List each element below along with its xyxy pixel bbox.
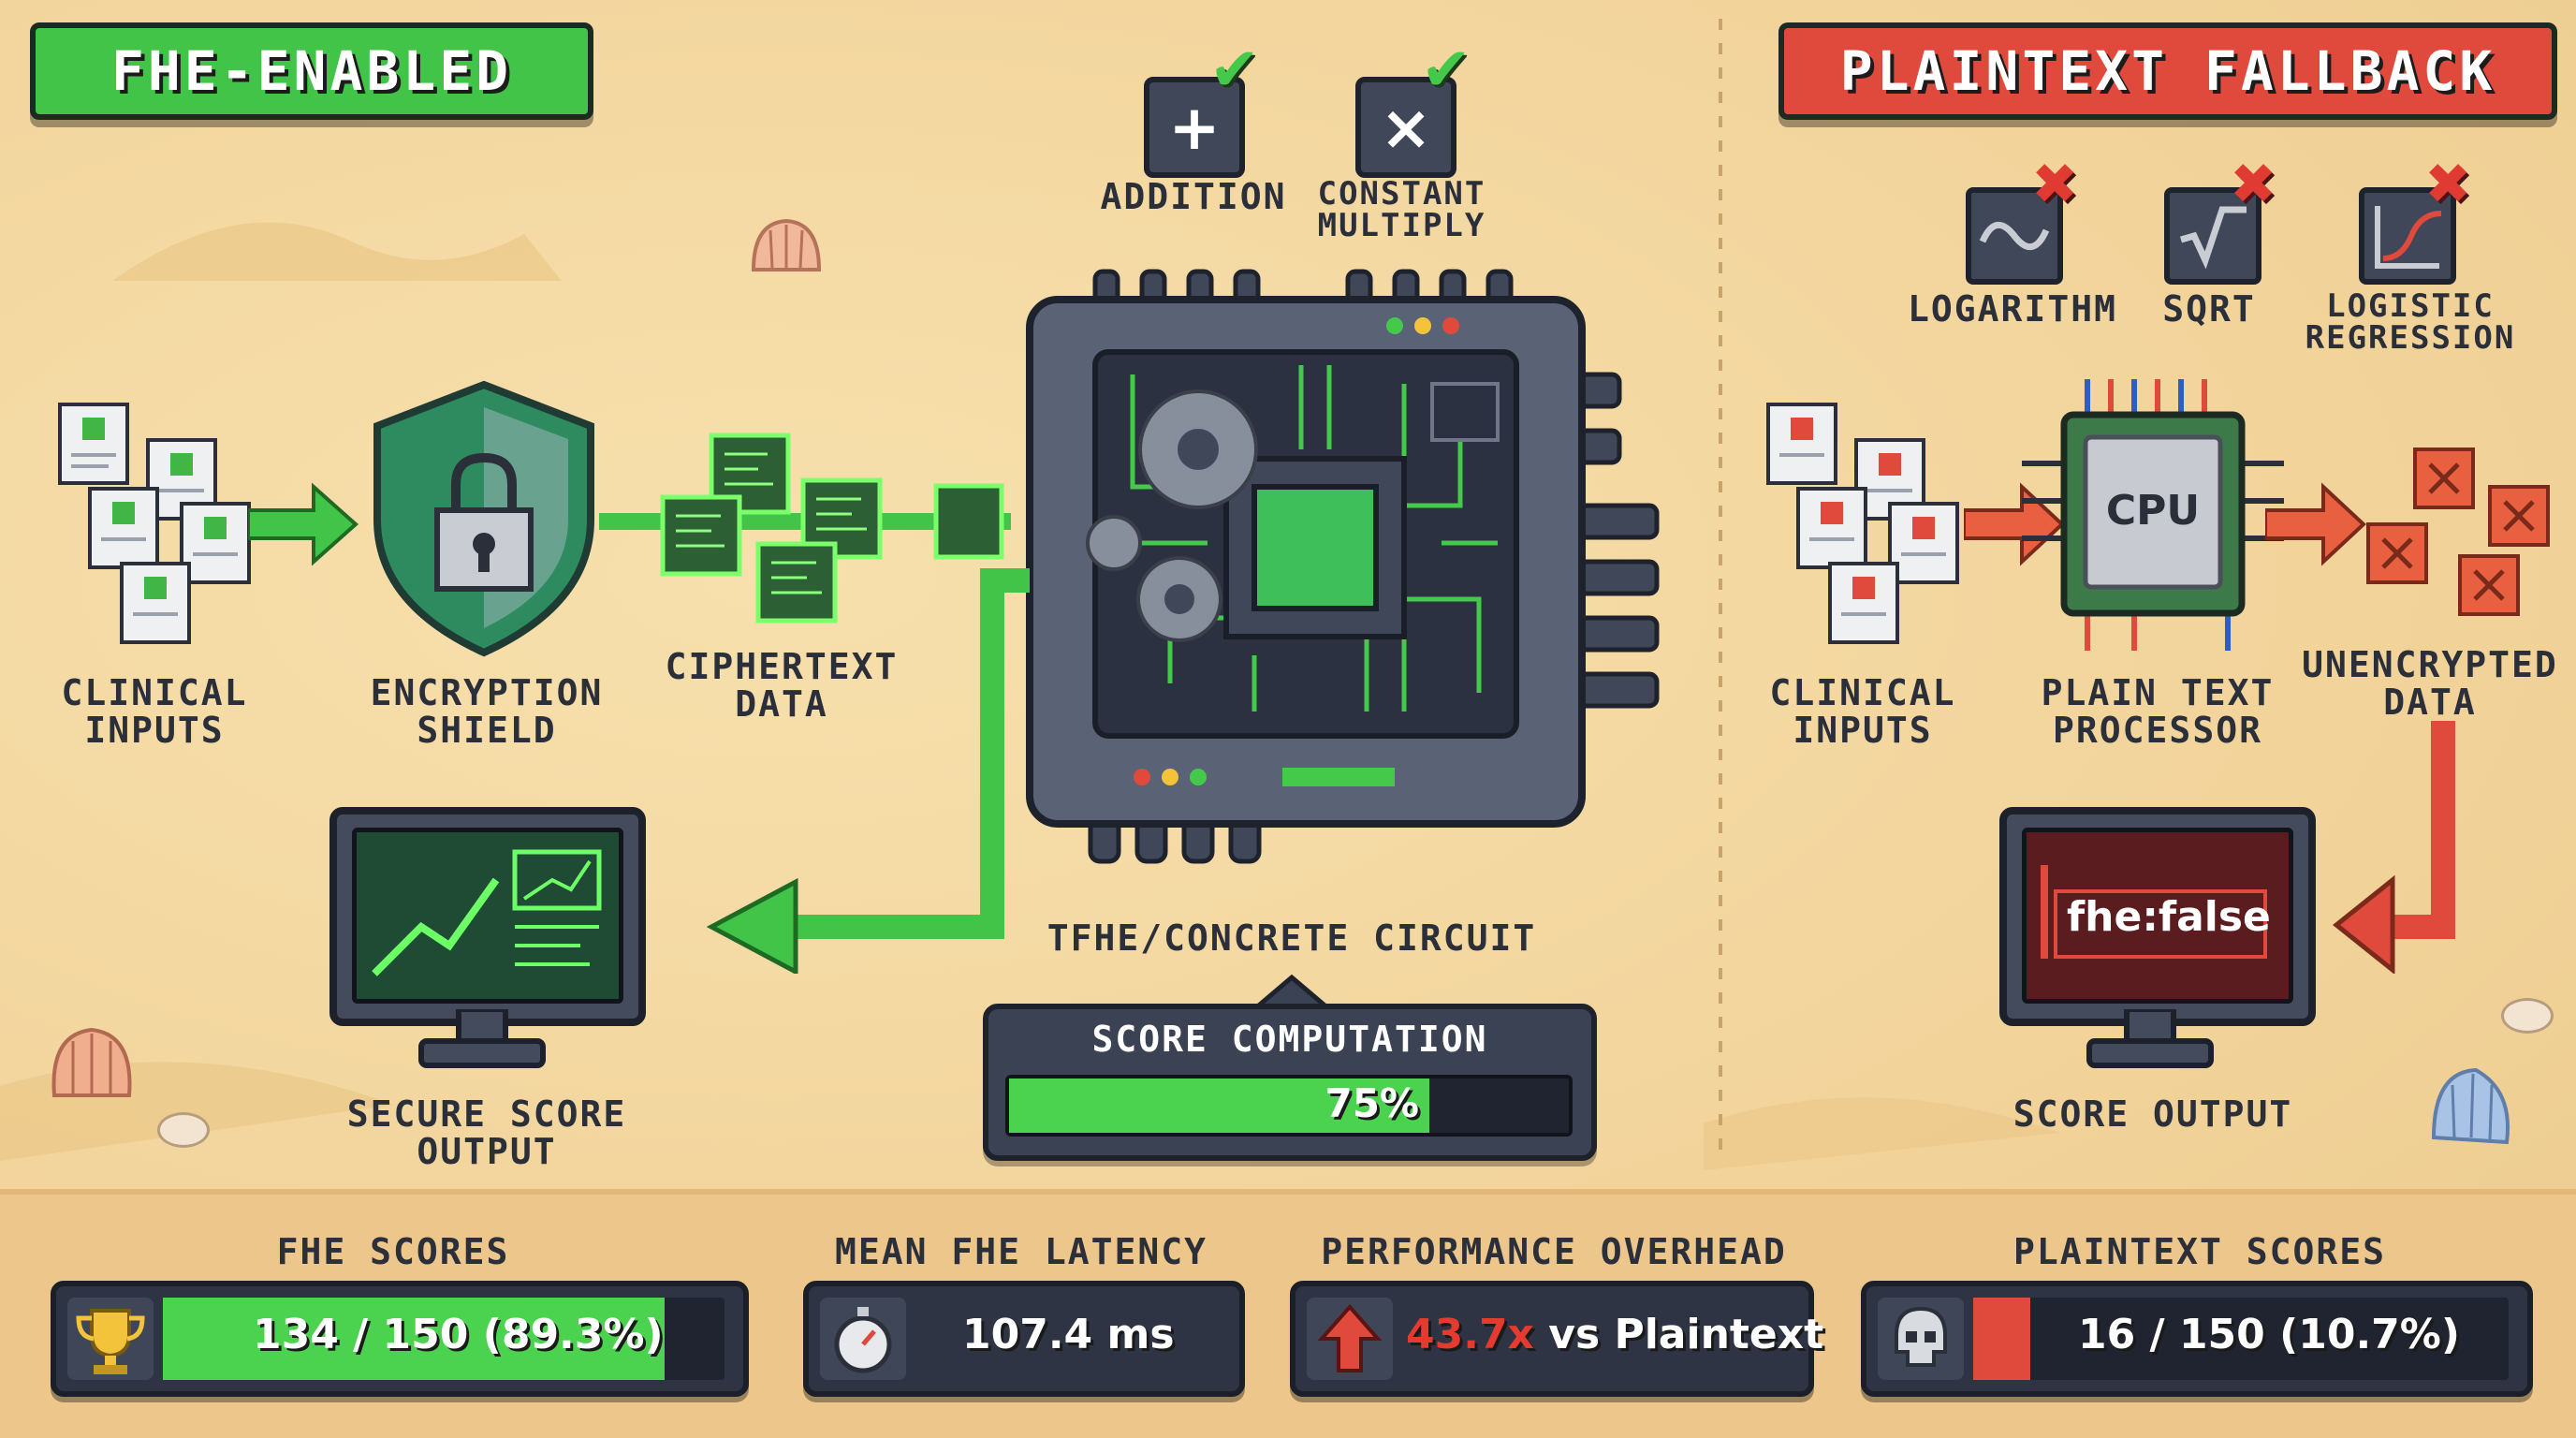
log-curve-icon	[1966, 187, 2063, 285]
stopwatch-icon	[820, 1298, 906, 1380]
cpu-chip-icon	[2022, 379, 2284, 651]
cursor-bar	[2041, 865, 2048, 959]
performance-overhead-title: PERFORMANCE OVERHEAD	[1321, 1231, 1787, 1272]
ciphertext-blocks-icon	[599, 433, 1011, 624]
plaintext-fallback-banner: PLAINTEXT FALLBACK	[1778, 22, 2557, 120]
plaintext-scores-value: 16 / 150 (10.7%)	[2078, 1311, 2460, 1358]
arrow-right-icon	[2265, 482, 2366, 566]
skull-icon	[1878, 1298, 1964, 1380]
secure-score-output-label: SECURE SCORE OUTPUT	[346, 1093, 627, 1172]
sqrt-icon	[2164, 187, 2261, 285]
encryption-shield-label: ENCRYPTION SHIELD	[370, 672, 604, 751]
fhe-scores-title: FHE SCORES	[276, 1231, 510, 1272]
fhe-flag-text: fhe:false	[2067, 893, 2271, 941]
cross-mark-icon: ✖	[2230, 152, 2277, 217]
score-progress-fill	[1009, 1078, 1429, 1133]
tfhe-circuit-board-icon	[1026, 269, 1660, 864]
fhe-scores-fill	[163, 1298, 665, 1380]
clinical-documents-icon	[58, 403, 251, 644]
arrow-right-icon	[1964, 482, 2065, 566]
secure-screen	[352, 828, 623, 1004]
unencrypted-data-label: UNENCRYPTED DATA	[2302, 644, 2558, 723]
fhe-scores-panel: 134 / 150 (89.3%)	[51, 1281, 749, 1397]
fhe-flag-separator: :	[2142, 893, 2159, 941]
cpu-chip-label: CPU	[2105, 487, 2201, 535]
down-left-arrow-icon	[2332, 721, 2455, 974]
seashell-icon	[751, 218, 822, 271]
mean-latency-title: MEAN FHE LATENCY	[834, 1231, 1208, 1272]
logarithm-label: LOGARITHM	[1908, 288, 2117, 330]
fhe-clinical-inputs-label: CLINICAL INPUTS	[61, 672, 248, 751]
monitor-stand-icon	[418, 1009, 546, 1068]
secure-score-monitor	[329, 807, 646, 1026]
seashell-icon	[2431, 1067, 2510, 1145]
return-arrow-icon	[706, 568, 1030, 974]
monitor-stand-icon	[2086, 1009, 2214, 1068]
logistic-chart-icon	[2359, 187, 2456, 285]
fhe-enabled-banner: FHE-ENABLED	[30, 22, 593, 120]
mean-latency-value: 107.4 ms	[962, 1311, 1175, 1358]
seashell-icon	[51, 1027, 132, 1097]
score-output-monitor: fhe:false	[1999, 807, 2316, 1026]
trophy-icon	[67, 1298, 154, 1380]
score-progress-value: 75%	[1325, 1080, 1419, 1126]
fhe-scores-track	[163, 1298, 724, 1380]
fhe-false-box	[2054, 889, 2267, 959]
pebble-decoration	[2501, 998, 2554, 1034]
score-computation-panel: SCORE COMPUTATION 75%	[983, 1004, 1597, 1161]
clinical-documents-icon	[1766, 403, 1959, 644]
multiply-icon: ×	[1355, 77, 1456, 178]
performance-overhead-panel: 43.7x vs Plaintext	[1290, 1281, 1823, 1397]
arrow-right-icon	[248, 482, 359, 566]
overhead-comparison: vs Plaintext	[1533, 1311, 1824, 1358]
mean-latency-panel: 107.4 ms	[803, 1281, 1245, 1397]
fhe-flag-value: false	[2158, 893, 2271, 941]
checkmark-icon: ✔	[1209, 36, 1260, 105]
plaintext-clinical-inputs-label: CLINICAL INPUTS	[1769, 672, 1956, 751]
sqrt-label: SQRT	[2162, 288, 2256, 330]
plaintext-scores-fill	[1973, 1298, 2031, 1380]
score-progress-track: 75%	[1005, 1075, 1573, 1137]
cross-mark-icon: ✖	[2031, 152, 2079, 217]
score-output-label: SCORE OUTPUT	[2012, 1093, 2293, 1135]
fhe-scores-value: 134 / 150 (89.3%)	[253, 1311, 664, 1358]
plaintext-scores-panel: 16 / 150 (10.7%)	[1861, 1281, 2533, 1397]
addition-label: ADDITION	[1100, 176, 1287, 217]
pebble-decoration	[157, 1112, 210, 1148]
performance-overhead-value: 43.7x vs Plaintext	[1406, 1311, 1823, 1358]
logistic-regression-label: LOGISTIC REGRESSION	[2305, 287, 2516, 357]
cross-mark-icon: ✖	[2424, 152, 2472, 217]
encryption-shield-icon	[373, 380, 594, 657]
plaintext-scores-track	[1973, 1298, 2509, 1380]
addition-icon: +	[1144, 77, 1245, 178]
constant-multiply-label: CONSTANT MULTIPLY	[1317, 175, 1486, 244]
line-chart-icon	[372, 849, 602, 976]
overhead-multiplier: 43.7x	[1406, 1311, 1534, 1358]
plain-text-processor-label: PLAIN TEXT PROCESSOR	[2041, 672, 2275, 751]
plaintext-screen	[2022, 828, 2293, 1004]
plaintext-scores-title: PLAINTEXT SCORES	[2012, 1231, 2387, 1272]
ciphertext-data-label: CIPHERTEXT DATA	[665, 646, 899, 725]
checkmark-icon: ✔	[1421, 36, 1471, 105]
unencrypted-blocks-icon	[2366, 448, 2550, 616]
up-arrow-icon	[1307, 1298, 1393, 1380]
fhe-flag-key: fhe	[2067, 893, 2143, 941]
score-computation-title: SCORE COMPUTATION	[1091, 1019, 1488, 1060]
tfhe-circuit-label: TFHE/CONCRETE CIRCUIT	[1046, 917, 1537, 959]
